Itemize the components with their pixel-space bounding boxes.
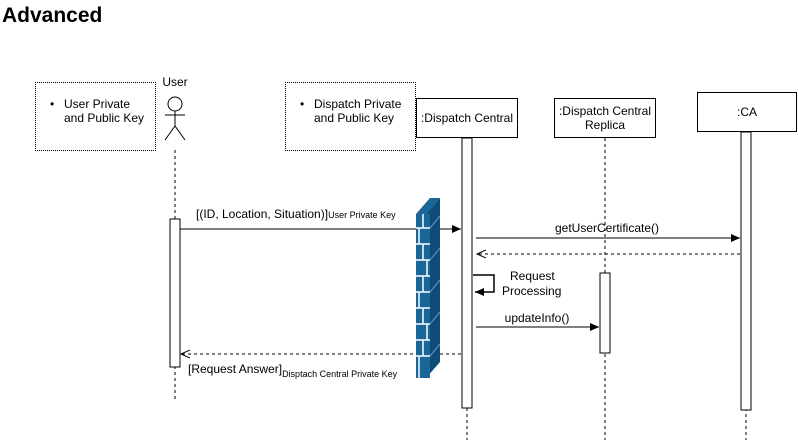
replica-label: :Dispatch Central Replica <box>558 104 652 132</box>
ca-box: :CA <box>697 92 797 132</box>
request-processing-arrow <box>473 274 495 296</box>
request-processing-label-line1: Request <box>510 269 555 283</box>
update-info-label: updateInfo() <box>505 311 570 325</box>
user-keys-note: User Private and Public Key <box>35 82 156 151</box>
get-certificate-label: getUserCertificate() <box>555 221 659 235</box>
dispatch-central-activation-bar <box>461 137 473 409</box>
dispatch-keys-note-text: Dispatch Private and Public Key <box>286 97 409 125</box>
user-keys-note-text: User Private and Public Key <box>36 97 149 125</box>
dispatch-central-label: :Dispatch Central <box>420 111 514 125</box>
ca-activation-bar <box>740 131 752 411</box>
dispatch-keys-note: Dispatch Private and Public Key <box>285 82 416 151</box>
ca-label: :CA <box>736 105 757 119</box>
request-message-label: [(ID, Location, Situation)]User Private … <box>196 207 396 221</box>
diagram-title: Advanced <box>2 4 103 27</box>
user-actor-label: User <box>162 75 187 89</box>
request-answer-label: [Request Answer]Disptach Central Private… <box>188 362 398 379</box>
request-processing-label-line2: Processing <box>502 284 561 298</box>
replica-box: :Dispatch Central Replica <box>554 98 656 138</box>
replica-activation-bar <box>599 272 611 354</box>
user-activation-bar <box>169 218 181 368</box>
firewall-icon <box>416 198 441 378</box>
user-actor-icon <box>164 96 186 141</box>
